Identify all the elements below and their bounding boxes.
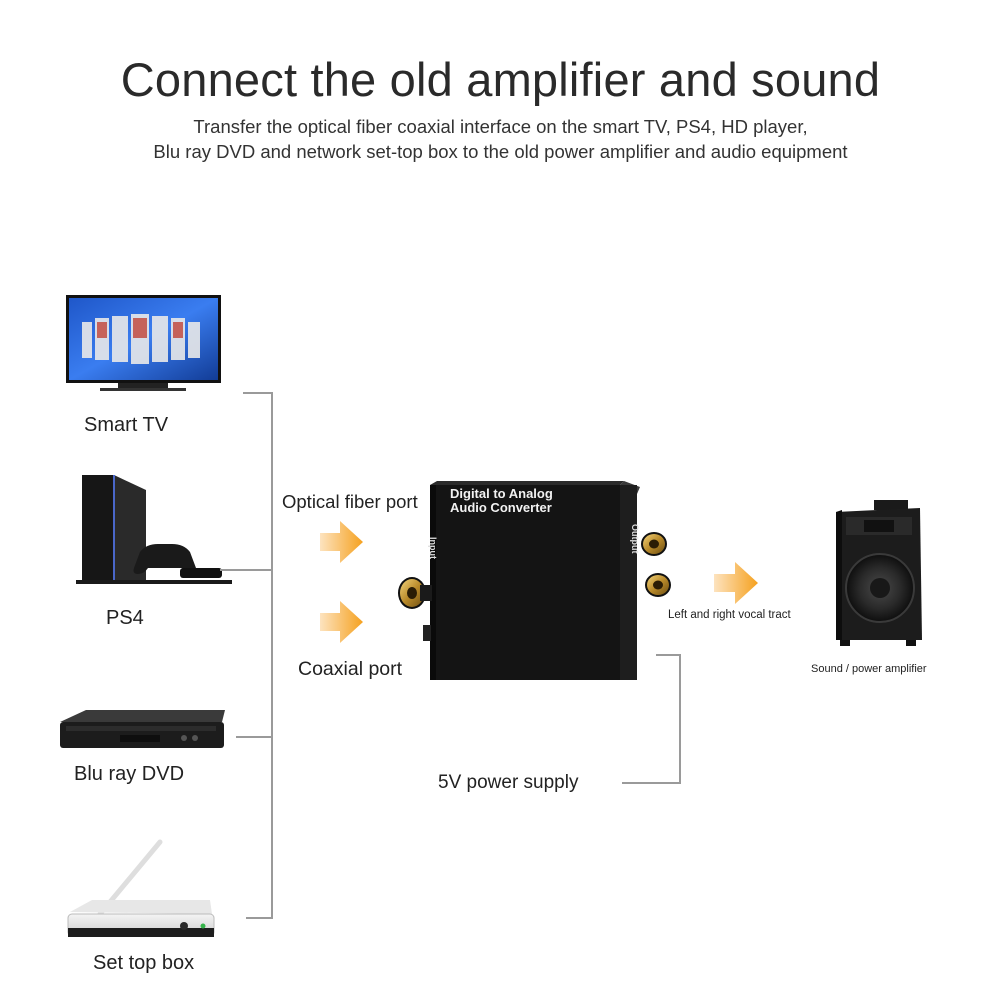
subtitle-line-2: Blu ray DVD and network set-top box to t… <box>153 141 848 162</box>
speaker-icon <box>836 500 922 646</box>
output-jack-icon <box>641 532 671 597</box>
coaxial-arrow-icon <box>320 601 363 643</box>
dvd-player-icon <box>60 710 225 748</box>
converter-label: Digital to Analog Audio Converter <box>450 487 553 515</box>
coaxial-jack-icon <box>398 577 432 609</box>
converter-label-line-1: Digital to Analog <box>450 486 553 501</box>
source-label-smart-tv: Smart TV <box>84 414 169 436</box>
converter-label-line-2: Audio Converter <box>450 500 552 515</box>
speaker-label: Sound / power amplifier <box>811 663 927 675</box>
power-supply-label: 5V power supply <box>438 772 579 793</box>
ps4-console-icon <box>76 475 232 584</box>
power-connector-line <box>622 654 681 784</box>
source-bracket <box>220 392 273 919</box>
source-label-ps4: PS4 <box>106 607 144 629</box>
source-label-set-top-box: Set top box <box>93 952 195 974</box>
coaxial-port-label: Coaxial port <box>298 658 403 680</box>
page-title: Connect the old amplifier and sound <box>120 53 881 106</box>
vocal-tract-label: Left and right vocal tract <box>668 609 791 621</box>
output-arrow-icon <box>714 562 758 604</box>
optical-arrow-icon <box>320 521 363 563</box>
converter-output-label: Output <box>630 524 640 554</box>
subtitle-line-1: Transfer the optical fiber coaxial inter… <box>193 116 808 137</box>
converter-device-icon <box>398 481 671 680</box>
set-top-box-icon <box>67 839 215 937</box>
optical-port-label: Optical fiber port <box>282 491 418 512</box>
converter-input-label: Input <box>428 537 438 559</box>
source-label-dvd: Blu ray DVD <box>74 763 185 785</box>
smart-tv-icon <box>66 295 221 391</box>
